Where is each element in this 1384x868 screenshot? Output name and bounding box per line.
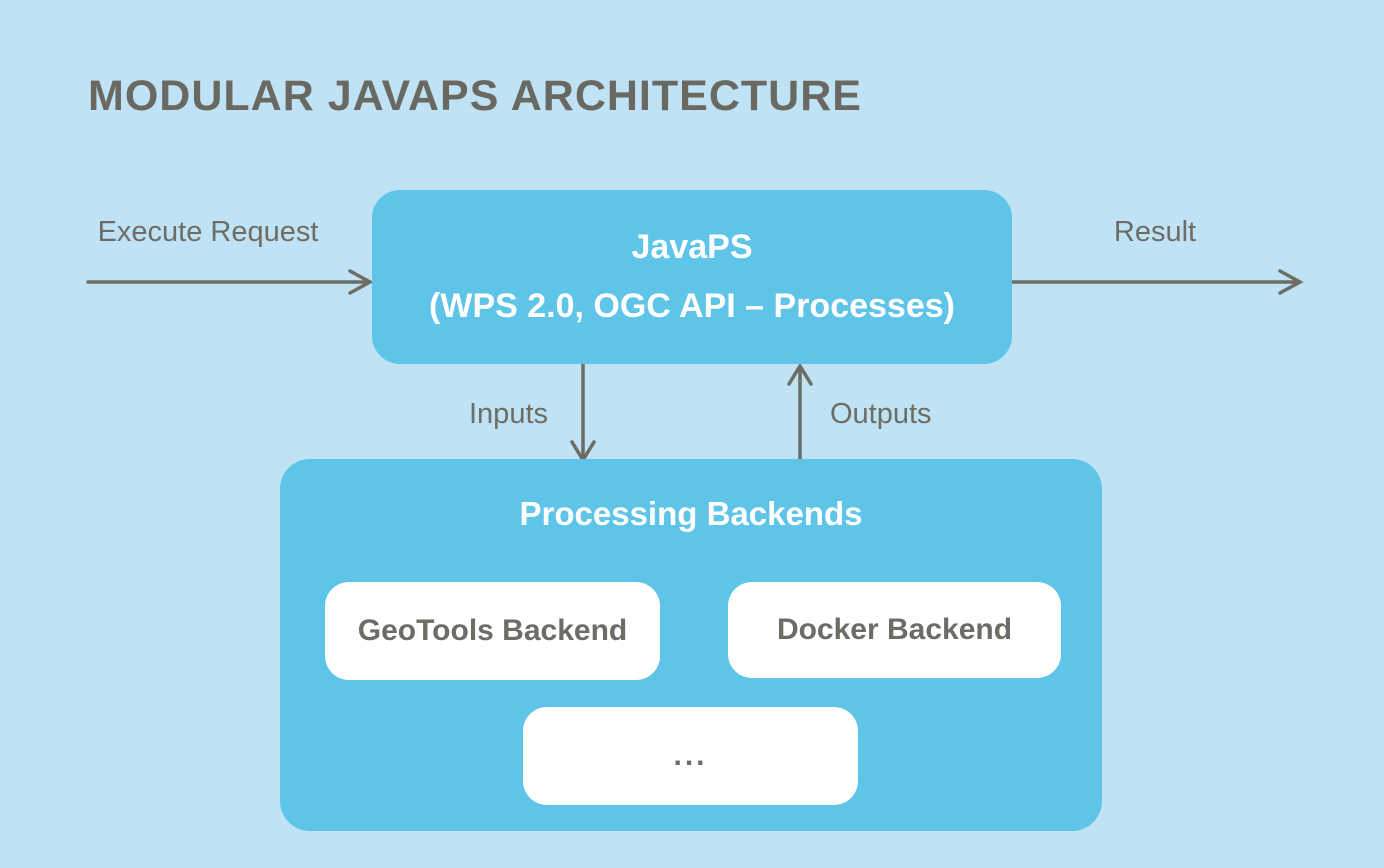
- javaps-node-title: JavaPS: [631, 228, 753, 266]
- execute-request-label: Execute Request: [97, 216, 319, 248]
- javaps-node: JavaPS (WPS 2.0, OGC API – Processes): [372, 190, 1012, 364]
- more-backends-node: ...: [523, 707, 858, 805]
- result-label: Result: [1113, 216, 1197, 248]
- processing-backends-node: Processing Backends GeoTools Backend Doc…: [280, 459, 1102, 831]
- outputs-arrow: [787, 362, 813, 462]
- docker-backend-node: Docker Backend: [728, 582, 1061, 678]
- result-arrow: [1010, 269, 1304, 295]
- javaps-node-subtitle: (WPS 2.0, OGC API – Processes): [429, 287, 955, 325]
- inputs-label: Inputs: [469, 398, 548, 430]
- execute-request-arrow: [86, 269, 374, 295]
- outputs-label: Outputs: [830, 398, 932, 430]
- inputs-arrow: [570, 362, 596, 464]
- page-title: MODULAR JAVAPS ARCHITECTURE: [88, 72, 862, 120]
- geotools-backend-node: GeoTools Backend: [325, 582, 660, 680]
- processing-backends-title: Processing Backends: [519, 495, 863, 532]
